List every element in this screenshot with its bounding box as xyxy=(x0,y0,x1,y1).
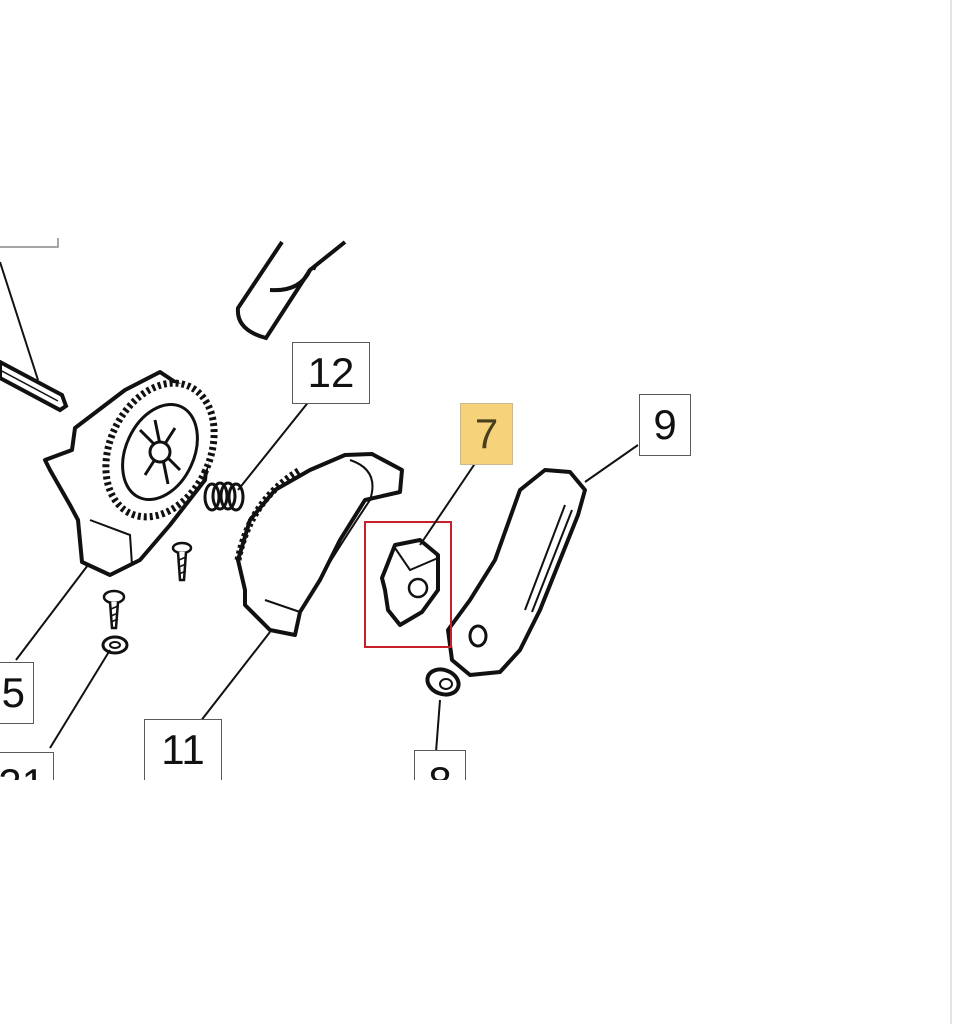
selection-box xyxy=(364,521,452,648)
cropped-label-frame xyxy=(0,238,59,248)
part-label-11[interactable]: 11 xyxy=(144,719,222,781)
tube-part[interactable] xyxy=(235,240,347,341)
screw-lower[interactable] xyxy=(102,589,126,630)
page-edge xyxy=(950,0,952,1024)
blank-area xyxy=(0,780,958,1024)
part-label-7-selected[interactable]: 7 xyxy=(460,403,513,465)
part-label-5[interactable]: 5 xyxy=(0,662,34,724)
rod-left[interactable] xyxy=(0,359,69,413)
part-label-12[interactable]: 12 xyxy=(292,342,370,404)
bushing[interactable] xyxy=(424,665,462,698)
screw-upper[interactable] xyxy=(171,541,193,582)
part-label-9[interactable]: 9 xyxy=(639,394,691,456)
washer[interactable] xyxy=(101,635,129,655)
leader-lines xyxy=(0,261,639,753)
wheel-housing[interactable] xyxy=(43,365,235,577)
lever-arm[interactable] xyxy=(446,468,587,677)
gear-lever[interactable] xyxy=(234,452,404,637)
clip-part[interactable] xyxy=(380,538,440,627)
spring-part[interactable] xyxy=(203,481,245,512)
